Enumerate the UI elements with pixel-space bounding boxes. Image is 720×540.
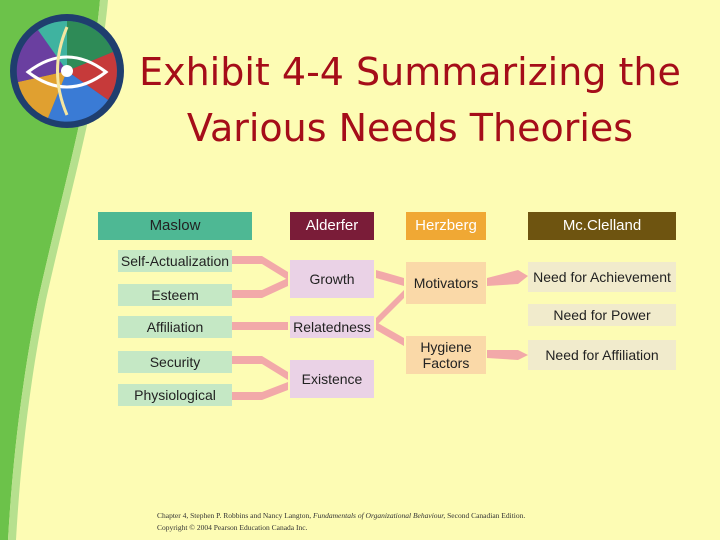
- maslow-affiliation: Affiliation: [118, 316, 232, 338]
- footer-line-1: Chapter 4, Stephen P. Robbins and Nancy …: [157, 510, 637, 522]
- header-maslow: Maslow: [98, 212, 252, 240]
- arrow-physiological-existence: [232, 382, 288, 400]
- footer-book-title: Fundamentals of Organizational Behaviour…: [313, 511, 445, 520]
- maslow-esteem: Esteem: [118, 284, 232, 306]
- footer-suffix: Second Canadian Edition.: [445, 511, 525, 520]
- mcclelland-need-affiliation: Need for Affiliation: [528, 340, 676, 370]
- arrow-selfact-growth: [232, 256, 288, 280]
- arrow-security-existence: [232, 356, 288, 380]
- mcclelland-need-power: Need for Power: [528, 304, 676, 326]
- arrow-growth-motivators: [376, 270, 404, 286]
- maslow-self-actualization: Self-Actualization: [118, 250, 232, 272]
- alderfer-existence: Existence: [290, 360, 374, 398]
- footer-prefix: Chapter 4, Stephen P. Robbins and Nancy …: [157, 511, 313, 520]
- footer-citation: Chapter 4, Stephen P. Robbins and Nancy …: [157, 510, 637, 534]
- arrow-esteem-growth: [232, 278, 288, 298]
- alderfer-relatedness: Relatedness: [290, 316, 374, 338]
- header-alderfer: Alderfer: [290, 212, 374, 240]
- arrow-hygiene-affiliation: [487, 350, 528, 360]
- herzberg-motivators: Motivators: [406, 262, 486, 304]
- maslow-physiological: Physiological: [118, 384, 232, 406]
- arrow-motivators-achievement: [487, 270, 528, 286]
- footer-copyright: Copyright © 2004 Pearson Education Canad…: [157, 522, 637, 534]
- arrow-relatedness-motivators: [376, 290, 404, 326]
- header-herzberg: Herzberg: [406, 212, 486, 240]
- alderfer-growth: Growth: [290, 260, 374, 298]
- arrow-affiliation-relatedness: [232, 322, 288, 330]
- mcclelland-need-achievement: Need for Achievement: [528, 262, 676, 292]
- herzberg-hygiene-factors: Hygiene Factors: [406, 336, 486, 374]
- header-mcclelland: Mc.Clelland: [528, 212, 676, 240]
- maslow-security: Security: [118, 351, 232, 373]
- arrow-relatedness-hygiene: [376, 322, 404, 346]
